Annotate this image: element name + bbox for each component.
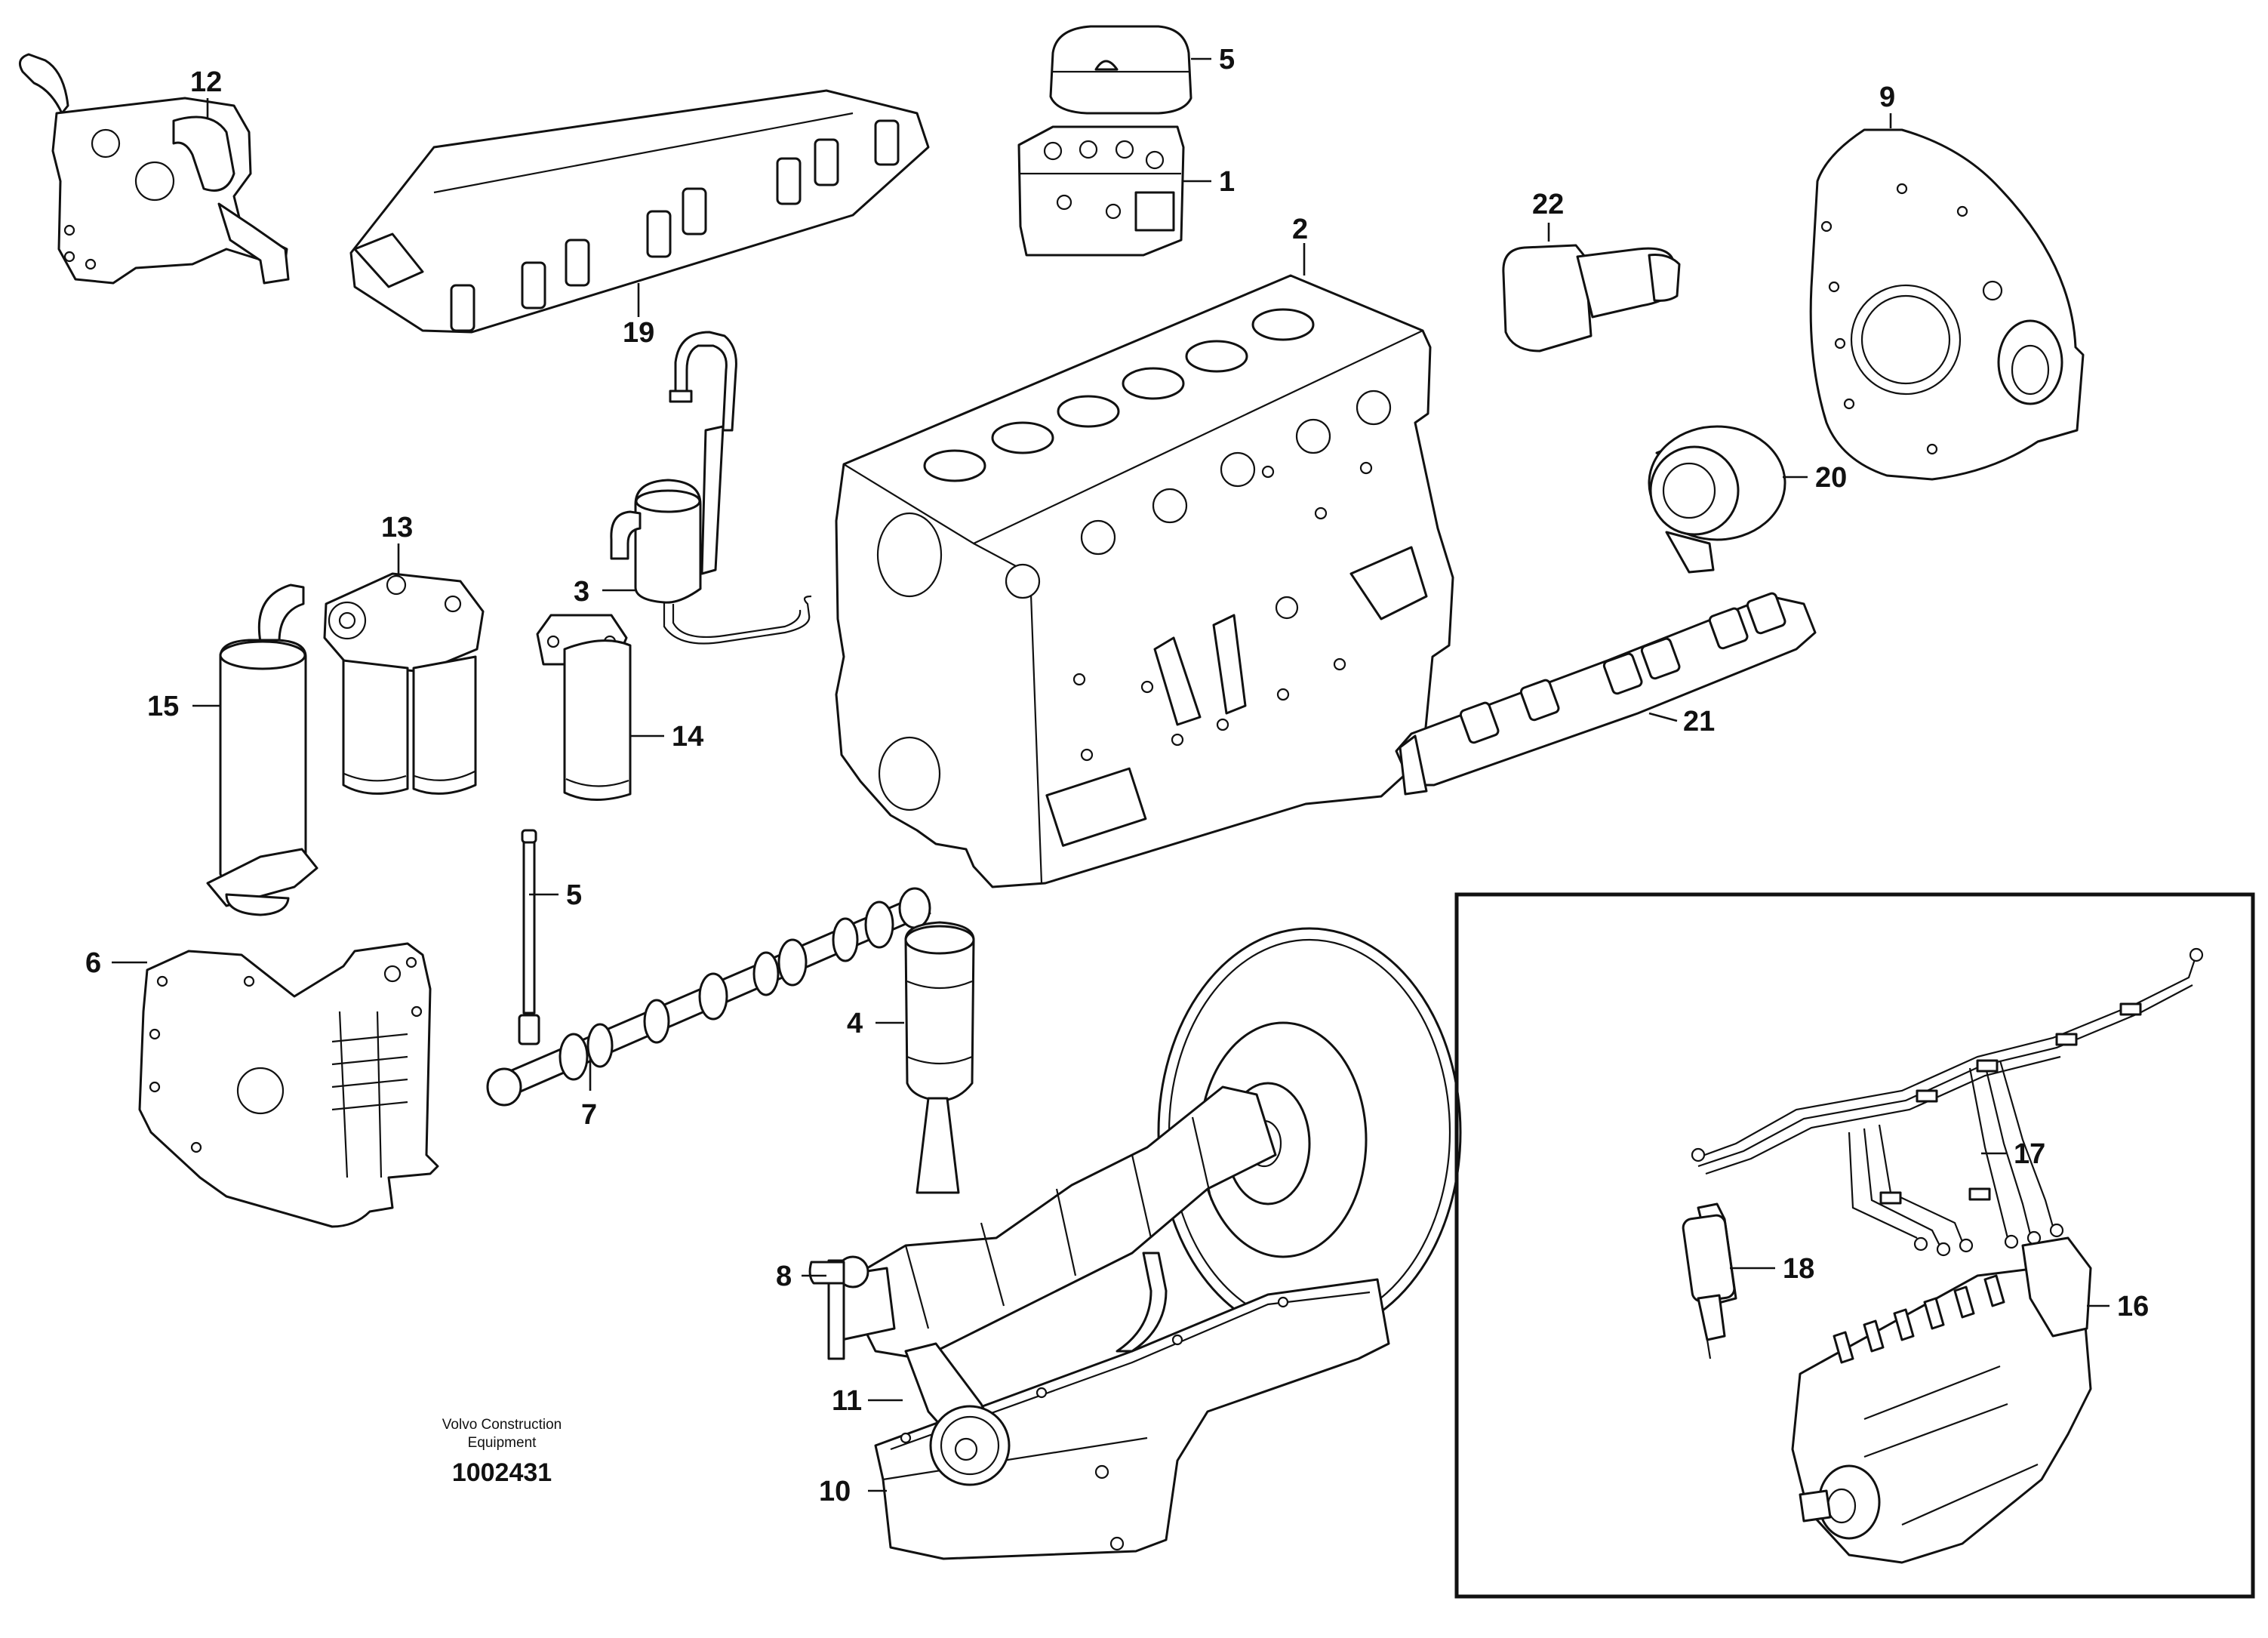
callout-label-14: 14 [672, 721, 704, 753]
oil-sump-part [868, 1252, 1390, 1560]
injection-lines-part [1691, 947, 2204, 1257]
callout-label-9: 9 [1879, 82, 1896, 113]
crankcase-ventilation-part [602, 331, 812, 645]
turbocharger-part [1648, 425, 1808, 574]
callout-label-8: 8 [776, 1261, 792, 1292]
flywheel-housing-part [1809, 113, 2085, 481]
starter-motor-part [1502, 223, 1681, 353]
callout-label-1: 1 [1219, 166, 1236, 198]
callout-label-16: 16 [2117, 1291, 2150, 1322]
callout-label-17: 17 [2014, 1138, 2046, 1170]
fuel-filter-part [536, 614, 664, 801]
callout-label-2: 2 [1292, 214, 1309, 245]
callout-label-21: 21 [1683, 706, 1716, 737]
callout-label-13: 13 [381, 512, 414, 543]
valve-cover-part [1049, 25, 1211, 115]
caption-block: Volvo Construction Equipment 1002431 [408, 1416, 596, 1488]
callout-label-11: 11 [832, 1385, 863, 1417]
callout-label-15: 15 [147, 691, 180, 722]
oil-filter-housing-part [323, 543, 485, 795]
callout-label-6: 6 [85, 947, 102, 979]
callout-label-5-push-rod: 5 [566, 879, 583, 911]
piston-liner-part [876, 921, 975, 1194]
injection-pump-part [1791, 1236, 2110, 1564]
caption-figure-number: 1002431 [451, 1458, 552, 1487]
callout-label-3: 3 [574, 576, 590, 608]
callout-label-20: 20 [1815, 462, 1848, 494]
caption-company-line1: Volvo Construction [442, 1417, 562, 1433]
callout-label-19: 19 [623, 317, 655, 349]
crankshaft-flywheel-part [802, 927, 1462, 1360]
callout-label-18: 18 [1783, 1253, 1815, 1285]
injector-part [1682, 1202, 1775, 1359]
inlet-manifold-part [349, 89, 930, 334]
callout-label-10: 10 [819, 1476, 851, 1507]
callout-label-12: 12 [190, 66, 223, 98]
timing-gear-cover-part [112, 942, 439, 1228]
engine-block-part [835, 243, 1454, 888]
oil-separator-part [192, 583, 319, 916]
callout-label-7: 7 [581, 1099, 598, 1131]
callout-label-22: 22 [1532, 189, 1565, 220]
caption-company-line2: Equipment [467, 1435, 537, 1451]
callout-label-5-valve-cover: 5 [1219, 44, 1236, 75]
cylinder-head-part [1017, 125, 1211, 257]
callout-label-4: 4 [847, 1008, 863, 1039]
fuel-injection-inset [1454, 892, 2255, 1599]
oil-cooler-housing-part [18, 53, 290, 285]
exhaust-manifold-part [1395, 592, 1817, 796]
camshaft-part [486, 887, 931, 1107]
push-rod-part [518, 829, 559, 1045]
